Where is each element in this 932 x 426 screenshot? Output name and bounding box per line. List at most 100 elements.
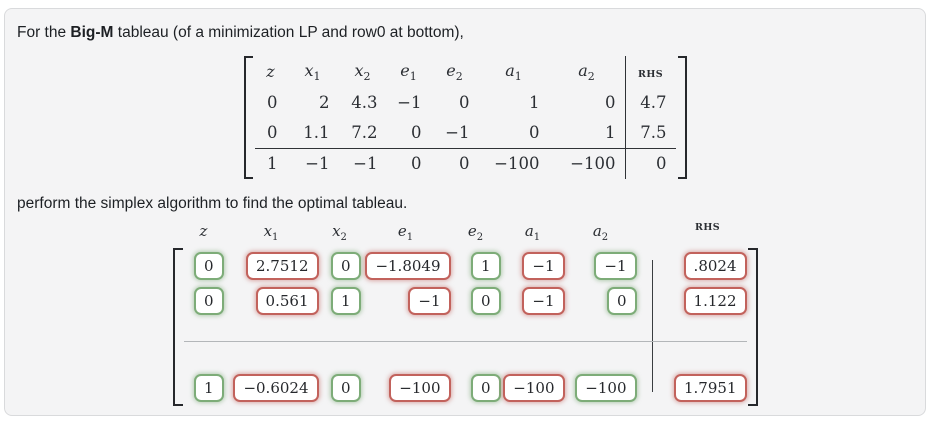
answer-cell: 0	[184, 284, 224, 318]
answer-cell-input[interactable]: −0.6024	[233, 373, 319, 403]
column-label-x1: x1	[263, 221, 279, 243]
answer-cell-input[interactable]: 1.122	[683, 286, 747, 316]
answer-cell-input[interactable]: 0	[330, 251, 361, 281]
answer-cell: 1	[451, 248, 501, 284]
answer-cell-input[interactable]: 1.7951	[674, 373, 747, 403]
row0-separator-line	[183, 318, 747, 342]
column-label-rhs: RHS	[624, 56, 676, 89]
answer-cell: 1.122	[669, 284, 747, 318]
answer-cell: 2.7512	[224, 248, 319, 284]
given-cell: 0	[529, 123, 540, 143]
column-label-z: z	[266, 62, 275, 82]
answer-cell-input[interactable]: −1	[522, 251, 565, 281]
answer-cell: −100	[565, 370, 637, 406]
answer-cell: 0.561	[224, 284, 319, 318]
answer-cell-input[interactable]: −1	[522, 286, 565, 316]
answer-cell-input[interactable]: −100	[503, 373, 565, 403]
answer-cell-input[interactable]: 1	[330, 286, 361, 316]
column-label-rhs: RHS	[695, 221, 720, 233]
answer-cell-input[interactable]: 0	[193, 286, 224, 316]
answer-cell: −1	[565, 248, 637, 284]
answer-cell: .8024	[669, 248, 747, 284]
given-cell: 0	[386, 147, 431, 179]
answer-cell: −1	[361, 284, 451, 318]
column-label-x2: x2	[332, 221, 347, 243]
column-label-a2: a2	[592, 221, 609, 243]
answer-cell-input[interactable]: 0.561	[255, 286, 319, 316]
problem-card: For the Big-M tableau (of a minimization…	[4, 8, 926, 416]
given-cell: 4.3	[351, 93, 378, 113]
answer-cell-input[interactable]: 0	[193, 251, 224, 281]
answer-cell-input[interactable]: −1	[594, 251, 637, 281]
column-label-a1: a1	[505, 61, 522, 84]
answer-cell-input[interactable]: 2.7512	[246, 251, 319, 281]
given-cell: −1	[286, 147, 339, 179]
instruction-text: perform the simplex algorithm to find th…	[17, 194, 408, 212]
answer-cell: 0	[451, 284, 501, 318]
answer-cell-input[interactable]: .8024	[683, 251, 747, 281]
column-label-e1: e1	[397, 221, 414, 243]
given-cell: 0	[624, 147, 676, 179]
column-label-e1: e1	[400, 61, 417, 84]
given-cell: 0	[267, 123, 278, 143]
answer-cell: 1	[319, 284, 361, 318]
given-cell: −100	[548, 147, 625, 179]
answer-cell: −1.8049	[361, 248, 451, 284]
answer-cell-input[interactable]: −1	[408, 286, 451, 316]
answer-cell-input[interactable]: 0	[330, 373, 361, 403]
column-label-e2: e2	[446, 61, 463, 84]
matrix-bracket-right	[677, 56, 687, 179]
answer-cell-input[interactable]: 1	[470, 251, 501, 281]
given-cell: 0	[459, 93, 470, 113]
given-cell: 0	[267, 93, 278, 113]
column-label-x1: x1	[304, 61, 321, 84]
answer-cell: 1	[184, 370, 224, 406]
intro-suffix: tableau (of a minimization LP and row0 a…	[113, 24, 464, 41]
answer-cell: 0	[451, 370, 501, 406]
column-label-a1: a1	[524, 221, 541, 243]
answer-cell: 0	[184, 248, 224, 284]
given-cell: 1	[254, 147, 287, 179]
column-label-x2: x2	[354, 61, 371, 84]
intro-text: For the Big-M tableau (of a minimization…	[17, 22, 913, 43]
answer-cell-input[interactable]: 0	[606, 286, 637, 316]
rhs-divider-line	[651, 259, 654, 392]
given-cell: −100	[478, 147, 549, 179]
given-cell: 1	[605, 123, 616, 143]
answer-cell: −1	[501, 248, 565, 284]
matrix-bracket-left	[172, 247, 183, 406]
intro-prefix: For the	[17, 24, 71, 41]
answer-cell-input[interactable]: 0	[470, 373, 501, 403]
column-label-a2: a2	[578, 61, 595, 84]
given-cell: 4.7	[624, 88, 676, 119]
intro-bold: Big-M	[70, 24, 114, 41]
answer-cell-input[interactable]: −100	[575, 373, 637, 403]
matrix-bracket-right	[747, 247, 758, 406]
answer-cell: 0	[565, 284, 637, 318]
given-cell: −1	[445, 123, 470, 143]
given-cell: 7.2	[351, 123, 378, 143]
given-cell: −1	[338, 147, 387, 179]
answer-cell-input[interactable]: −100	[389, 373, 451, 403]
matrix-bracket-left	[243, 56, 253, 179]
column-label-e2: e2	[467, 221, 484, 243]
answer-cell: 0	[319, 248, 361, 284]
given-cell: 7.5	[624, 118, 676, 149]
answer-cell-input[interactable]: 1	[193, 373, 224, 403]
answer-cell-input[interactable]: −1.8049	[365, 251, 451, 281]
answer-cell-input[interactable]: 0	[470, 286, 501, 316]
given-cell: 2	[319, 93, 330, 113]
answer-cell: 1.7951	[669, 370, 747, 406]
answer-cell: −100	[361, 370, 451, 406]
column-label-z: z	[199, 221, 208, 240]
given-cell: 1.1	[303, 123, 330, 143]
answer-cell: −100	[501, 370, 565, 406]
answer-cell: −1	[501, 284, 565, 318]
given-cell: 0	[430, 147, 479, 179]
given-cell: 0	[605, 93, 616, 113]
given-cell: 0	[411, 123, 422, 143]
given-cell: 1	[529, 93, 540, 113]
